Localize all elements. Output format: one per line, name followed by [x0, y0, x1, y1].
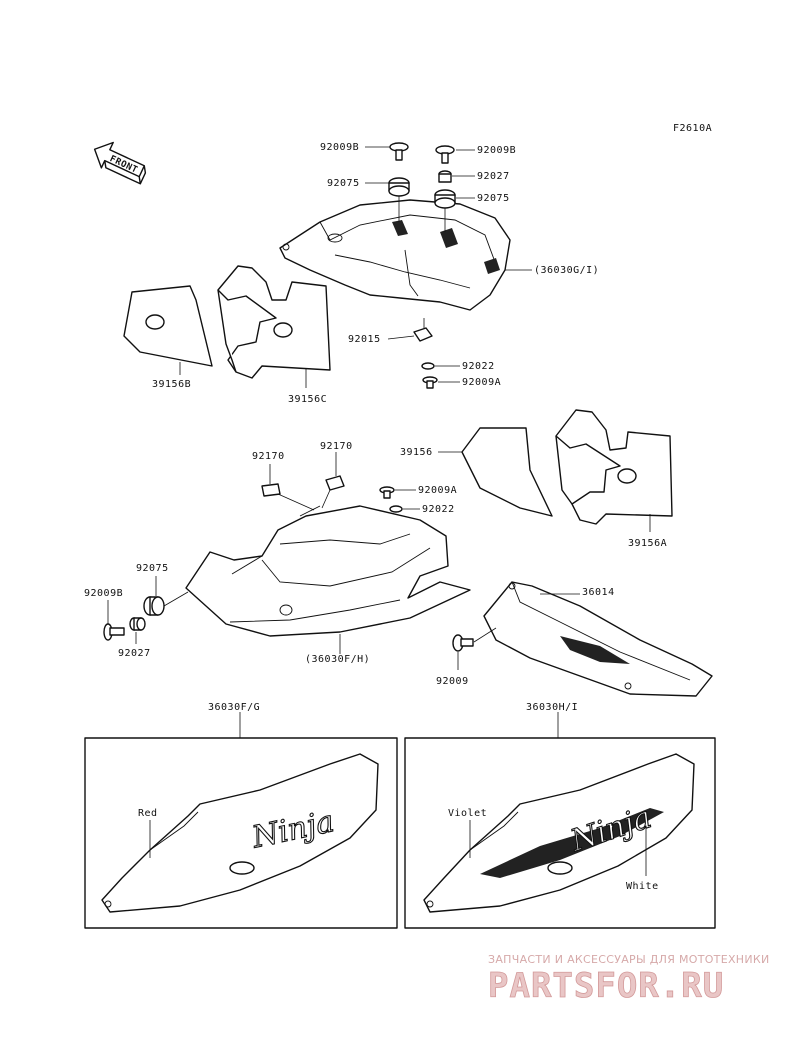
washer-92022-top [421, 362, 435, 370]
clip-92170-right [325, 475, 345, 491]
label-92027-top: 92027 [477, 171, 510, 182]
diagram-code: F2610A [673, 123, 712, 134]
label-92009: 92009 [436, 676, 469, 687]
pad-39156 [461, 427, 553, 517]
label-92075-top-left: 92075 [327, 178, 360, 189]
clip-92170-left [261, 483, 281, 497]
label-92015: 92015 [348, 334, 381, 345]
washer-92022-mid [389, 505, 403, 513]
label-36030GI: (36030G/I) [534, 265, 599, 276]
grommet-92075-left [143, 596, 165, 616]
tail-cover-36014 [483, 581, 713, 697]
label-39156: 39156 [400, 447, 433, 458]
bolt-92009B-top-left [389, 142, 409, 161]
bolt-92009A-top [422, 376, 438, 389]
label-92022-top: 92022 [462, 361, 495, 372]
bolt-92009 [452, 634, 474, 652]
pad-39156B [123, 285, 213, 367]
label-92009B-top-left: 92009B [320, 142, 359, 153]
watermark-tagline: ЗАПЧАСТИ И АКСЕССУАРЫ ДЛЯ МОТОТЕХНИКИ [488, 953, 770, 966]
clip-92015 [413, 327, 433, 342]
collar-92027-top [438, 170, 452, 183]
inset-left-frame [84, 737, 398, 929]
watermark-logo: PARTSFOR.RU [488, 966, 724, 1006]
label-92170-right: 92170 [320, 441, 353, 452]
inset-right-color-white: White [626, 881, 659, 892]
label-92009A-mid: 92009A [418, 485, 457, 496]
label-39156C: 39156C [288, 394, 327, 405]
front-label: FRONT [108, 154, 139, 176]
label-92009B-top-right: 92009B [477, 145, 516, 156]
grommet-92075-top-left [388, 177, 410, 197]
label-92027-left: 92027 [118, 648, 151, 659]
inset-left-cowl: Ninja [101, 753, 379, 913]
label-92009A-top: 92009A [462, 377, 501, 388]
label-36030FH: (36030F/H) [305, 654, 370, 665]
inset-right-code: 36030H/I [526, 702, 578, 713]
side-cowl-36030FH [185, 505, 471, 637]
front-arrow-icon: FRONT [93, 141, 147, 185]
label-92075-top-right: 92075 [477, 193, 510, 204]
inset-right-cowl: Ninja [423, 753, 695, 913]
label-92170-left: 92170 [252, 451, 285, 462]
label-92022-mid: 92022 [422, 504, 455, 515]
label-92075-left: 92075 [136, 563, 169, 574]
label-39156B: 39156B [152, 379, 191, 390]
inset-left-color-red: Red [138, 808, 158, 819]
bolt-92009B-top-right [435, 145, 455, 164]
inset-left-code: 36030F/G [208, 702, 260, 713]
pad-39156A [555, 409, 673, 525]
grommet-92075-top-right [434, 189, 456, 209]
label-39156A: 39156A [628, 538, 667, 549]
pad-39156C [217, 265, 331, 379]
upper-seat-cowl [279, 199, 511, 311]
inset-right-color-violet: Violet [448, 808, 487, 819]
bolt-92009A-mid [379, 486, 395, 499]
label-36014: 36014 [582, 587, 615, 598]
collar-92027-left [129, 617, 146, 631]
label-92009B-left: 92009B [84, 588, 123, 599]
inset-right-frame [404, 737, 716, 929]
bolt-92009B-left [103, 623, 125, 641]
